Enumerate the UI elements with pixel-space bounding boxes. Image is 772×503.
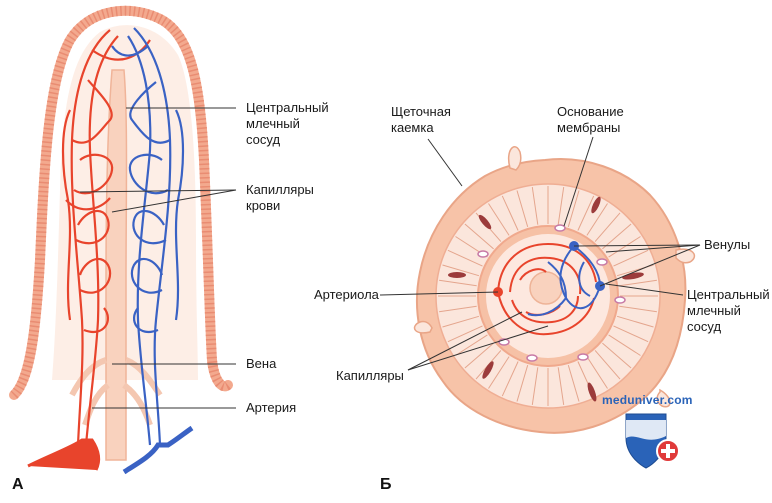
label-artery: Артерия (246, 400, 296, 416)
label-basement-membrane: Основание мембраны (557, 104, 624, 136)
label-arteriole: Артериола (314, 287, 379, 303)
cross-section-illustration (380, 137, 700, 433)
panel-letter-b: Б (380, 476, 392, 494)
watermark-site-link[interactable]: meduniver.com (602, 393, 693, 407)
vein-trunk (124, 428, 192, 472)
label-blood-capillaries: Капилляры крови (246, 182, 314, 214)
villus-illustration (14, 11, 236, 472)
label-brush-border: Щеточная каемка (391, 104, 451, 136)
panel-letter-a: А (12, 476, 24, 494)
label-capillaries: Капилляры (336, 368, 404, 384)
label-central-lacteal-b: Центральный млечный сосуд (687, 287, 770, 335)
artery-trunk (28, 440, 99, 470)
label-vein: Вена (246, 356, 276, 372)
label-central-lacteal-a: Центральный млечный сосуд (246, 100, 329, 148)
central-lacteal-section (530, 272, 562, 304)
label-venules: Венулы (704, 237, 750, 253)
meduniver-logo (626, 414, 679, 468)
